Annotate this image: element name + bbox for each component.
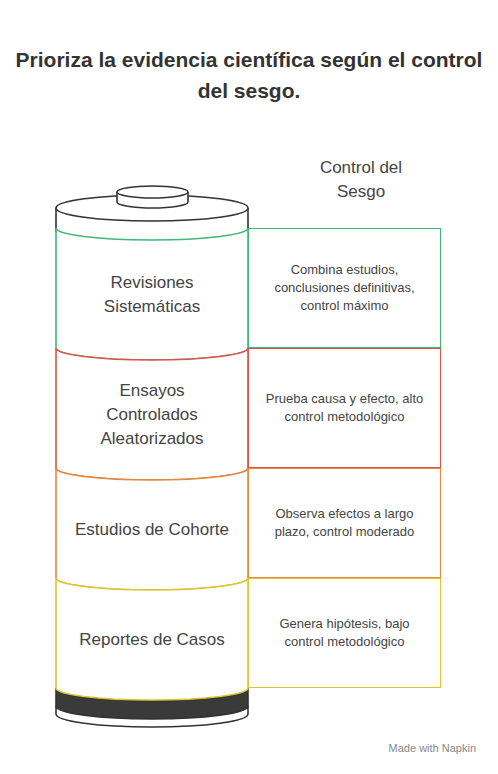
- bias-description: Genera hipótesis, bajo control metodológ…: [261, 615, 428, 651]
- band-path: [56, 228, 248, 360]
- evidence-band: Reportes de Casos: [56, 578, 248, 688]
- bias-box: Observa efectos a largo plazo, control m…: [248, 468, 441, 578]
- bias-box: Prueba causa y efecto, alto control meto…: [248, 348, 441, 468]
- band-path: [56, 578, 248, 700]
- evidence-level: Reportes de Casos: [79, 628, 225, 652]
- column-header: Control del Sesgo: [300, 156, 422, 204]
- cylinder-knob-top: [117, 186, 188, 198]
- bias-box: Genera hipótesis, bajo control metodológ…: [248, 578, 441, 688]
- evidence-level: Ensayos Controlados Aleatorizados: [72, 379, 232, 451]
- band-path: [56, 468, 248, 590]
- evidence-level: Estudios de Cohorte: [75, 518, 229, 542]
- cylinder-foot: [56, 706, 248, 727]
- bias-description: Prueba causa y efecto, alto control meto…: [261, 390, 428, 426]
- bias-box: Combina estudios, conclusiones definitiv…: [248, 228, 441, 348]
- band-path: [56, 348, 248, 480]
- evidence-band: Ensayos Controlados Aleatorizados: [56, 348, 248, 468]
- diagram-title: Prioriza la evidencia científica según e…: [14, 44, 484, 106]
- evidence-band: Estudios de Cohorte: [56, 468, 248, 578]
- evidence-band: Revisiones Sistemáticas: [56, 228, 248, 348]
- watermark: Made with Napkin: [389, 742, 476, 754]
- bias-description: Observa efectos a largo plazo, control m…: [261, 505, 428, 541]
- evidence-level: Revisiones Sistemáticas: [72, 271, 232, 319]
- bias-description: Combina estudios, conclusiones definitiv…: [261, 261, 428, 315]
